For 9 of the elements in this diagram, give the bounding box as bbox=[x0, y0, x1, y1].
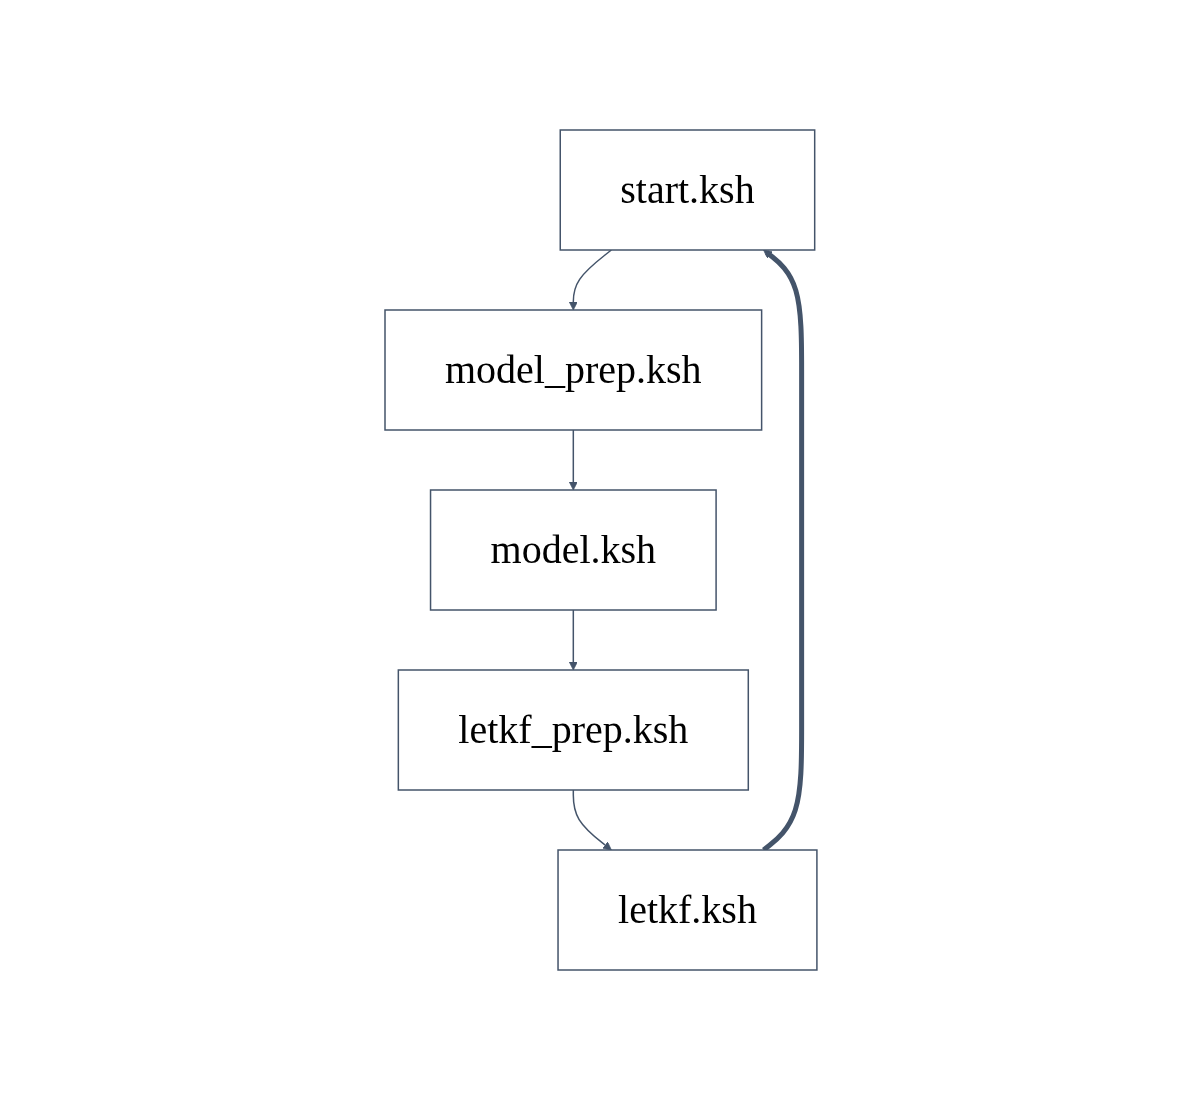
arrow bbox=[572, 788, 612, 850]
node-box: start.ksh bbox=[559, 128, 815, 251]
arrow bbox=[568, 428, 578, 490]
node-box: letkf_prep.ksh bbox=[397, 668, 749, 791]
node-box: letkf.ksh bbox=[556, 848, 818, 971]
arrow bbox=[568, 248, 612, 310]
node-box: model_prep.ksh bbox=[383, 308, 762, 431]
arrow bbox=[568, 608, 578, 670]
node-box: model.ksh bbox=[429, 488, 717, 611]
